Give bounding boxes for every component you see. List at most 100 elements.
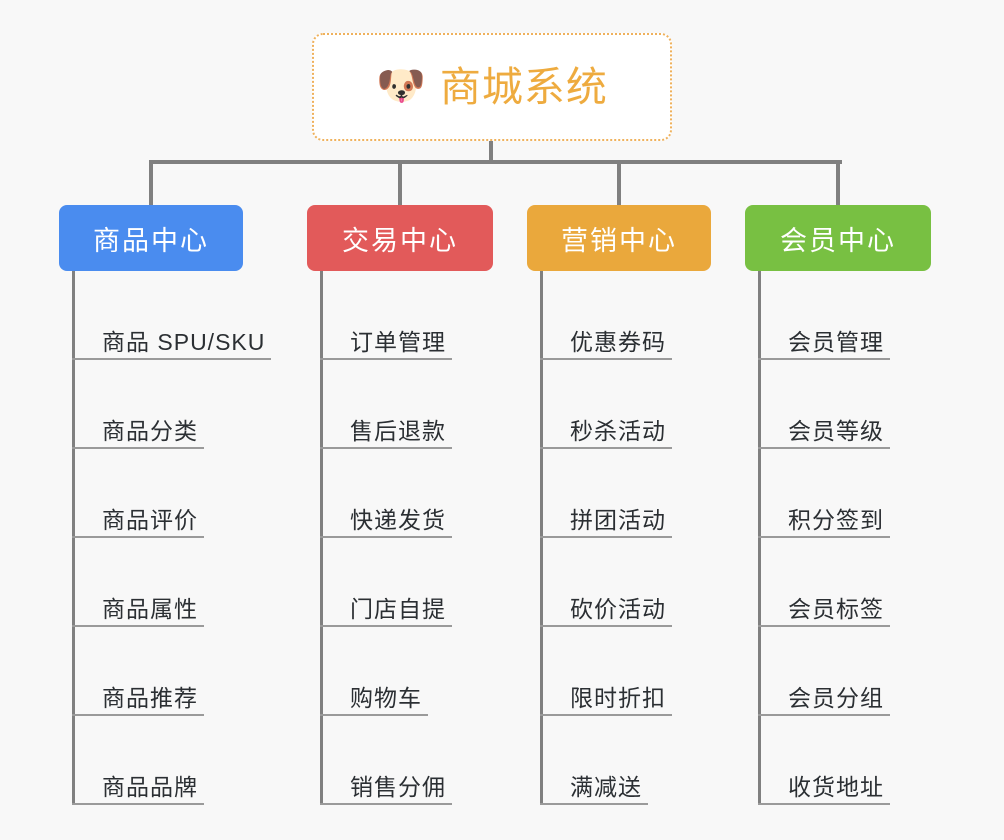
connector-drop-product-center [149,160,153,207]
leaf-underline: 商品推荐 [72,685,204,716]
leaf-label: 会员等级 [788,417,884,444]
leaf-underline: 秒杀活动 [540,418,672,449]
leaf-underline: 商品分类 [72,418,204,449]
leaf-label: 购物车 [350,684,422,711]
leaf-item[interactable]: 门店自提 [320,538,452,627]
leaf-item[interactable]: 商品属性 [72,538,271,627]
leaf-underline: 快递发货 [320,507,452,538]
leaf-item[interactable]: 订单管理 [320,271,452,360]
leaf-label: 商品评价 [102,506,198,533]
leaf-label: 门店自提 [350,595,446,622]
leaf-item[interactable]: 售后退款 [320,360,452,449]
connector-root-stem [489,141,493,163]
leaf-list-member-center: 会员管理会员等级积分签到会员标签会员分组收货地址 [758,271,890,805]
leaf-underline: 门店自提 [320,596,452,627]
leaf-item[interactable]: 购物车 [320,627,452,716]
leaf-item[interactable]: 商品分类 [72,360,271,449]
leaf-list-marketing-center: 优惠券码秒杀活动拼团活动砍价活动限时折扣满减送 [540,271,672,805]
leaf-label: 秒杀活动 [570,417,666,444]
leaf-underline: 销售分佣 [320,774,452,805]
leaf-label: 拼团活动 [570,506,666,533]
leaf-underline: 商品属性 [72,596,204,627]
leaf-label: 订单管理 [350,328,446,355]
leaf-item[interactable]: 会员分组 [758,627,890,716]
leaf-item[interactable]: 限时折扣 [540,627,672,716]
branch-spine-marketing-center [540,271,543,805]
leaf-item[interactable]: 商品推荐 [72,627,271,716]
leaf-item[interactable]: 积分签到 [758,449,890,538]
connector-drop-marketing-center [617,160,621,207]
branch-header-member-center[interactable]: 会员中心 [745,205,931,271]
branch-spine-product-center [72,271,75,805]
leaf-underline: 会员标签 [758,596,890,627]
leaf-item[interactable]: 销售分佣 [320,716,452,805]
branch-header-product-center[interactable]: 商品中心 [59,205,243,271]
branch-header-marketing-center[interactable]: 营销中心 [527,205,711,271]
branch-marketing-center: 营销中心优惠券码秒杀活动拼团活动砍价活动限时折扣满减送 [527,205,711,805]
leaf-item[interactable]: 商品 SPU/SKU [72,271,272,360]
root-node[interactable]: 🐶 商城系统 [312,33,672,141]
connector-drop-member-center [836,160,840,207]
branch-member-center: 会员中心会员管理会员等级积分签到会员标签会员分组收货地址 [745,205,931,805]
leaf-item[interactable]: 商品品牌 [72,716,271,805]
branch-header-label: 营销中心 [561,225,677,256]
leaf-label: 售后退款 [350,417,446,444]
leaf-item[interactable]: 会员标签 [758,538,890,627]
leaf-label: 收货地址 [788,773,884,800]
branch-header-trade-center[interactable]: 交易中心 [307,205,493,271]
leaf-label: 会员管理 [788,328,884,355]
leaf-label: 优惠券码 [570,328,666,355]
leaf-underline: 商品品牌 [72,774,204,805]
leaf-underline: 会员等级 [758,418,890,449]
leaf-item[interactable]: 砍价活动 [540,538,672,627]
leaf-label: 销售分佣 [350,773,446,800]
leaf-item[interactable]: 快递发货 [320,449,452,538]
leaf-underline: 限时折扣 [540,685,672,716]
leaf-underline: 订单管理 [320,329,452,360]
leaf-label: 商品 SPU/SKU [102,328,266,355]
leaf-underline: 会员分组 [758,685,890,716]
leaf-label: 商品推荐 [102,684,198,711]
leaf-underline: 优惠券码 [540,329,672,360]
leaf-item[interactable]: 会员等级 [758,360,890,449]
leaf-item[interactable]: 优惠券码 [540,271,672,360]
leaf-label: 积分签到 [788,506,884,533]
leaf-underline: 拼团活动 [540,507,672,538]
leaf-list-trade-center: 订单管理售后退款快递发货门店自提购物车销售分佣 [320,271,452,805]
leaf-list-product-center: 商品 SPU/SKU 商品分类商品评价商品属性商品推荐商品品牌 [72,271,272,805]
branch-trade-center: 交易中心订单管理售后退款快递发货门店自提购物车销售分佣 [307,205,493,805]
leaf-label: 商品品牌 [102,773,198,800]
leaf-item[interactable]: 会员管理 [758,271,890,360]
leaf-label: 快递发货 [350,506,446,533]
connector-drop-trade-center [398,160,402,207]
leaf-underline: 商品 SPU/SKU [72,328,272,360]
leaf-underline: 售后退款 [320,418,452,449]
dog-face-icon: 🐶 [376,64,426,108]
leaf-underline: 收货地址 [758,774,890,805]
leaf-label: 满减送 [570,773,642,800]
leaf-label: 商品属性 [102,595,198,622]
connector-horizontal-bus [150,160,842,164]
leaf-underline: 积分签到 [758,507,890,538]
leaf-item[interactable]: 商品评价 [72,449,271,538]
branch-spine-trade-center [320,271,323,805]
leaf-underline: 砍价活动 [540,596,672,627]
leaf-label: 会员分组 [788,684,884,711]
leaf-label: 砍价活动 [570,595,666,622]
branch-header-label: 会员中心 [780,225,896,256]
leaf-underline: 购物车 [320,685,428,716]
leaf-label: 限时折扣 [570,684,666,711]
leaf-underline: 满减送 [540,774,648,805]
leaf-label: 商品分类 [102,417,198,444]
leaf-item[interactable]: 满减送 [540,716,672,805]
branch-spine-member-center [758,271,761,805]
leaf-item[interactable]: 收货地址 [758,716,890,805]
leaf-label: 会员标签 [788,595,884,622]
leaf-underline: 会员管理 [758,329,890,360]
branch-product-center: 商品中心商品 SPU/SKU 商品分类商品评价商品属性商品推荐商品品牌 [59,205,272,805]
leaf-item[interactable]: 拼团活动 [540,449,672,538]
root-title: 商城系统 [439,63,608,110]
leaf-item[interactable]: 秒杀活动 [540,360,672,449]
leaf-underline: 商品评价 [72,507,204,538]
